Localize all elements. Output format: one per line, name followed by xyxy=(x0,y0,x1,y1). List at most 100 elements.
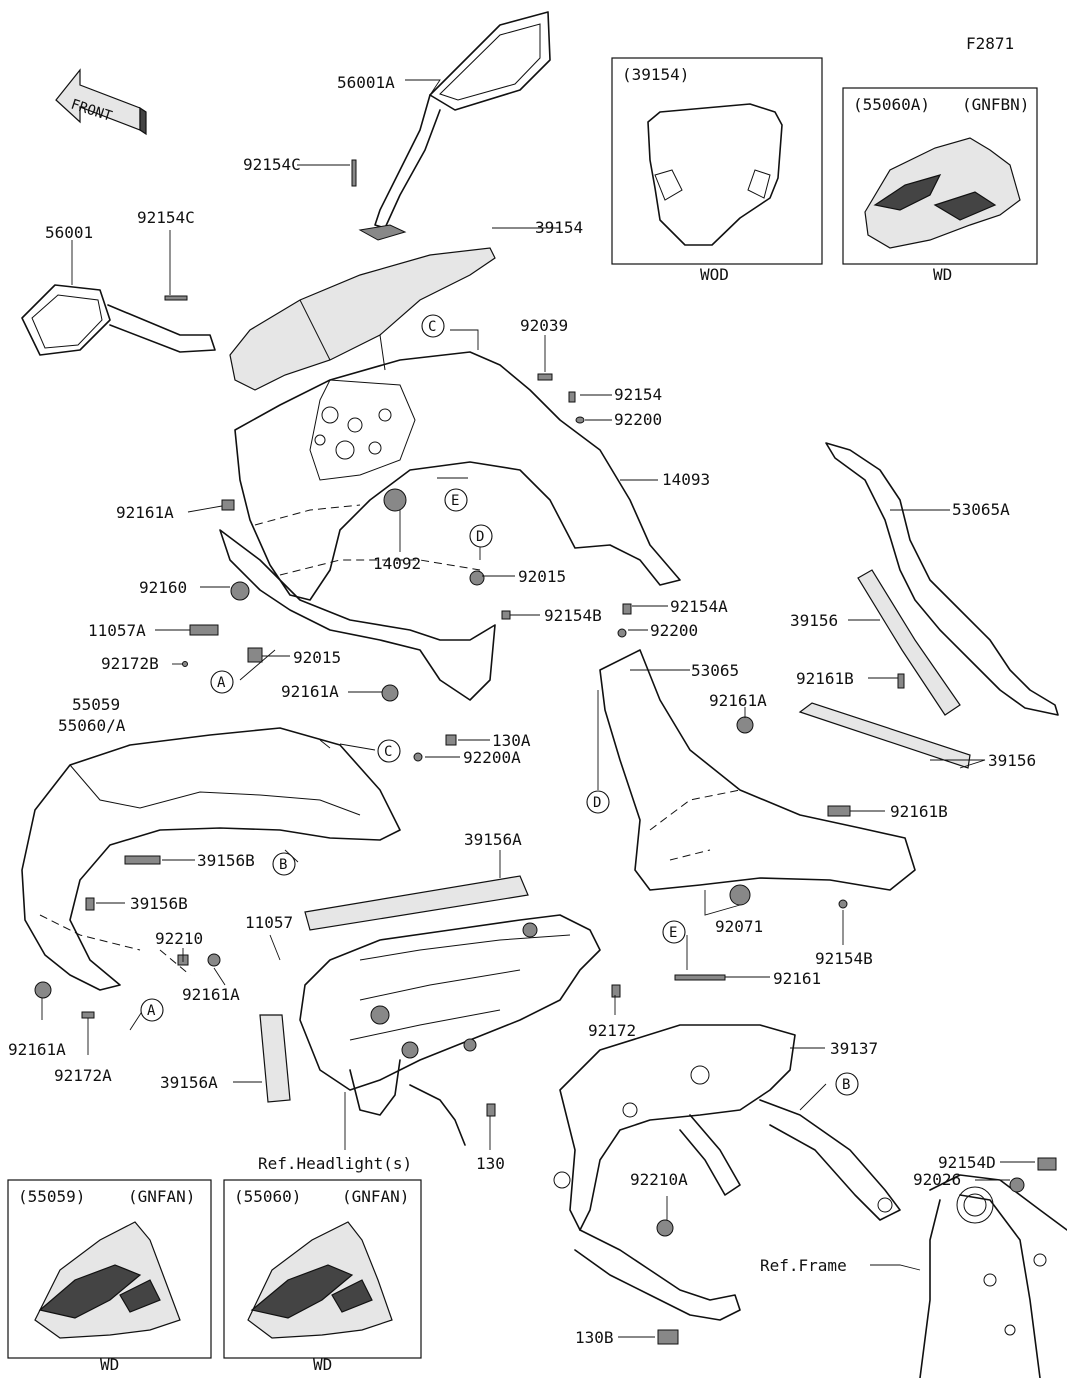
callout-c-top: C xyxy=(421,314,445,338)
label-92161B-2: 92161B xyxy=(890,802,948,821)
label-92161A-1: 92161A xyxy=(116,503,174,522)
callout-e-mid: E xyxy=(662,920,686,944)
label-92210A: 92210A xyxy=(630,1170,688,1189)
inner-cowl-icon xyxy=(234,351,681,601)
label-39156A-2: 39156A xyxy=(160,1073,218,1092)
label-39154: 39154 xyxy=(535,218,583,237)
windshield-mount-icon xyxy=(654,169,771,201)
label-39156-2: 39156 xyxy=(988,751,1036,770)
callout-b-left-label: B xyxy=(279,857,287,873)
label-39156A-1: 39156A xyxy=(464,830,522,849)
callout-b-right: B xyxy=(835,1072,859,1096)
inset-cowl-gnfbn-caption: WD xyxy=(933,265,952,284)
callout-d-top-label: D xyxy=(476,529,484,545)
inset-cowl-55060-variant: (GNFAN) xyxy=(342,1187,409,1206)
label-130A: 130A xyxy=(492,731,531,750)
label-14092: 14092 xyxy=(373,554,421,573)
label-92172B: 92172B xyxy=(101,654,159,673)
fastener-icons xyxy=(34,159,1057,1345)
label-92200-mid: 92200 xyxy=(650,621,698,640)
label-92172: 92172 xyxy=(588,1021,636,1040)
inset-cowl-55059-caption: WD xyxy=(100,1355,119,1374)
label-92026: 92026 xyxy=(913,1170,961,1189)
headlight-assembly-icon xyxy=(299,914,601,1146)
label-92154C-left: 92154C xyxy=(137,208,195,227)
label-55059: 55059 xyxy=(72,695,120,714)
label-92200-top: 92200 xyxy=(614,410,662,429)
part-labels: 56001A 92154C 56001 92154C 39154 92039 9… xyxy=(8,73,1036,1347)
leader-lines xyxy=(41,79,1035,1338)
inset-cowl-gnfbn-frame xyxy=(842,87,1038,265)
inset-cowl-55059-variant: (GNFAN) xyxy=(128,1187,195,1206)
inset-windshield: (39154) WOD xyxy=(611,57,823,284)
label-130: 130 xyxy=(476,1154,505,1173)
frame-icon xyxy=(919,1174,1067,1378)
front-cowl-icon xyxy=(21,727,401,991)
callouts: C E D A C D B E A B xyxy=(140,314,859,1096)
lower-inner-panel-icon xyxy=(219,529,496,701)
inset-windshield-caption: WOD xyxy=(700,265,729,284)
inset-cowl-55060-caption: WD xyxy=(313,1355,332,1374)
label-11057: 11057 xyxy=(245,913,293,932)
label-39156B-1: 39156B xyxy=(197,851,255,870)
inset-cowl-55060-part: (55060) xyxy=(234,1187,301,1206)
inset-cowl-gnfbn: (55060A) (GNFBN) WD xyxy=(842,87,1038,284)
windshield-icon xyxy=(229,247,496,391)
callout-a-mid: A xyxy=(140,998,164,1022)
label-92161A-2: 92161A xyxy=(281,682,339,701)
cowl-gnfbn-inset-icon xyxy=(864,137,1021,249)
callout-c-mid: C xyxy=(377,739,401,763)
callout-e-mid-label: E xyxy=(669,925,677,941)
callout-a-top: A xyxy=(210,670,234,694)
label-92161A-3: 92161A xyxy=(709,691,767,710)
label-92154C-top: 92154C xyxy=(243,155,301,174)
label-14093: 14093 xyxy=(662,470,710,489)
figure-code: F2871 xyxy=(966,34,1014,53)
label-92160: 92160 xyxy=(139,578,187,597)
label-39156-1: 39156 xyxy=(790,611,838,630)
label-92210: 92210 xyxy=(155,929,203,948)
trim-strip-right-icon xyxy=(857,569,961,716)
windshield-inset-icon xyxy=(647,103,783,246)
mirror-right-icon xyxy=(358,11,551,241)
label-92015-1: 92015 xyxy=(518,567,566,586)
label-53065: 53065 xyxy=(691,661,739,680)
label-ref-headlight: Ref.Headlight(s) xyxy=(258,1154,412,1173)
callout-a-top-label: A xyxy=(217,675,226,691)
label-92039: 92039 xyxy=(520,316,568,335)
mirror-left-icon xyxy=(21,284,216,356)
front-arrow-icon: FRONT xyxy=(55,68,147,136)
side-panel-lower-icon xyxy=(599,649,916,891)
label-92161A-5: 92161A xyxy=(8,1040,66,1059)
inset-cowl-55059-frame xyxy=(7,1179,212,1359)
label-92071: 92071 xyxy=(715,917,763,936)
callout-b-right-label: B xyxy=(842,1077,850,1093)
label-92154B-1: 92154B xyxy=(544,606,602,625)
inset-windshield-frame xyxy=(611,57,823,265)
front-cowl-edge xyxy=(69,764,361,816)
cowl-55060-graphic-icon xyxy=(250,1264,373,1319)
label-92154A: 92154A xyxy=(670,597,728,616)
label-92154D: 92154D xyxy=(938,1153,996,1172)
label-39156B-2: 39156B xyxy=(130,894,188,913)
label-92161B-1: 92161B xyxy=(796,669,854,688)
label-56001A: 56001A xyxy=(337,73,395,92)
grommet-icon xyxy=(383,488,407,512)
subframe-icon xyxy=(553,1024,901,1321)
trim-strip-long-icon xyxy=(798,702,971,769)
callout-d-mid-label: D xyxy=(593,795,601,811)
label-92161: 92161 xyxy=(773,969,821,988)
cowl-55059-graphic-icon xyxy=(38,1264,161,1319)
inset-cowl-gnfbn-part: (55060A) xyxy=(853,95,930,114)
front-cowl-hidden-edge xyxy=(39,914,191,976)
inset-cowl-gnfbn-variant: (GNFBN) xyxy=(962,95,1029,114)
label-56001: 56001 xyxy=(45,223,93,242)
callout-c-mid-label: C xyxy=(384,744,392,760)
label-92161A-4: 92161A xyxy=(182,985,240,1004)
label-92154: 92154 xyxy=(614,385,662,404)
label-92015-2: 92015 xyxy=(293,648,341,667)
trim-strip-mid-icon xyxy=(304,875,529,931)
callout-e-top-label: E xyxy=(451,493,459,509)
inset-cowl-55059: (55059) (GNFAN) WD xyxy=(7,1179,212,1374)
